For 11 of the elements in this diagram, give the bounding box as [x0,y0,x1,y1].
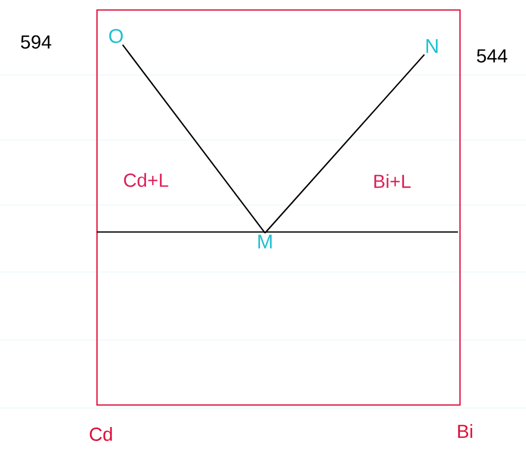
liquidus-line [264,54,425,234]
liquidus-line [122,44,266,234]
axis-label: 594 [20,35,52,49]
axis-label: Cd+L [124,173,168,187]
axis-label: Bi [458,424,472,438]
axis-label: Bi+L [374,174,411,188]
point-label: O [109,28,123,44]
point-label: M [258,234,272,248]
axis-label: Cd [90,427,112,441]
axis-label: 544 [476,49,508,63]
point-label: N [426,39,438,53]
